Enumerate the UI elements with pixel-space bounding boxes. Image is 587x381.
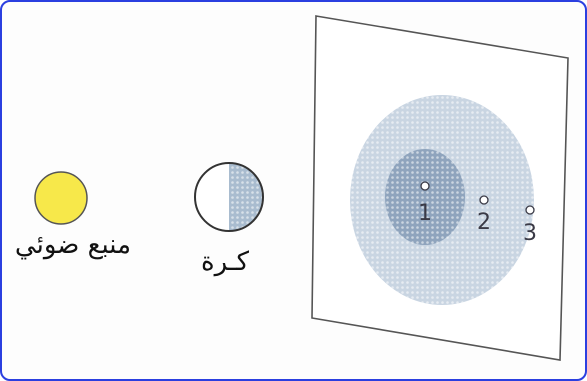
light-source-label: منبع ضوئي xyxy=(15,230,131,260)
ball-label: كـرة xyxy=(201,247,250,277)
point-1-marker xyxy=(421,182,429,190)
point-1-label: 1 xyxy=(418,201,432,226)
light-source xyxy=(35,172,87,224)
point-3-marker xyxy=(526,206,534,214)
ball xyxy=(195,160,269,236)
point-2-marker xyxy=(480,196,488,204)
point-3-label: 3 xyxy=(523,221,537,246)
point-2-label: 2 xyxy=(477,210,491,235)
